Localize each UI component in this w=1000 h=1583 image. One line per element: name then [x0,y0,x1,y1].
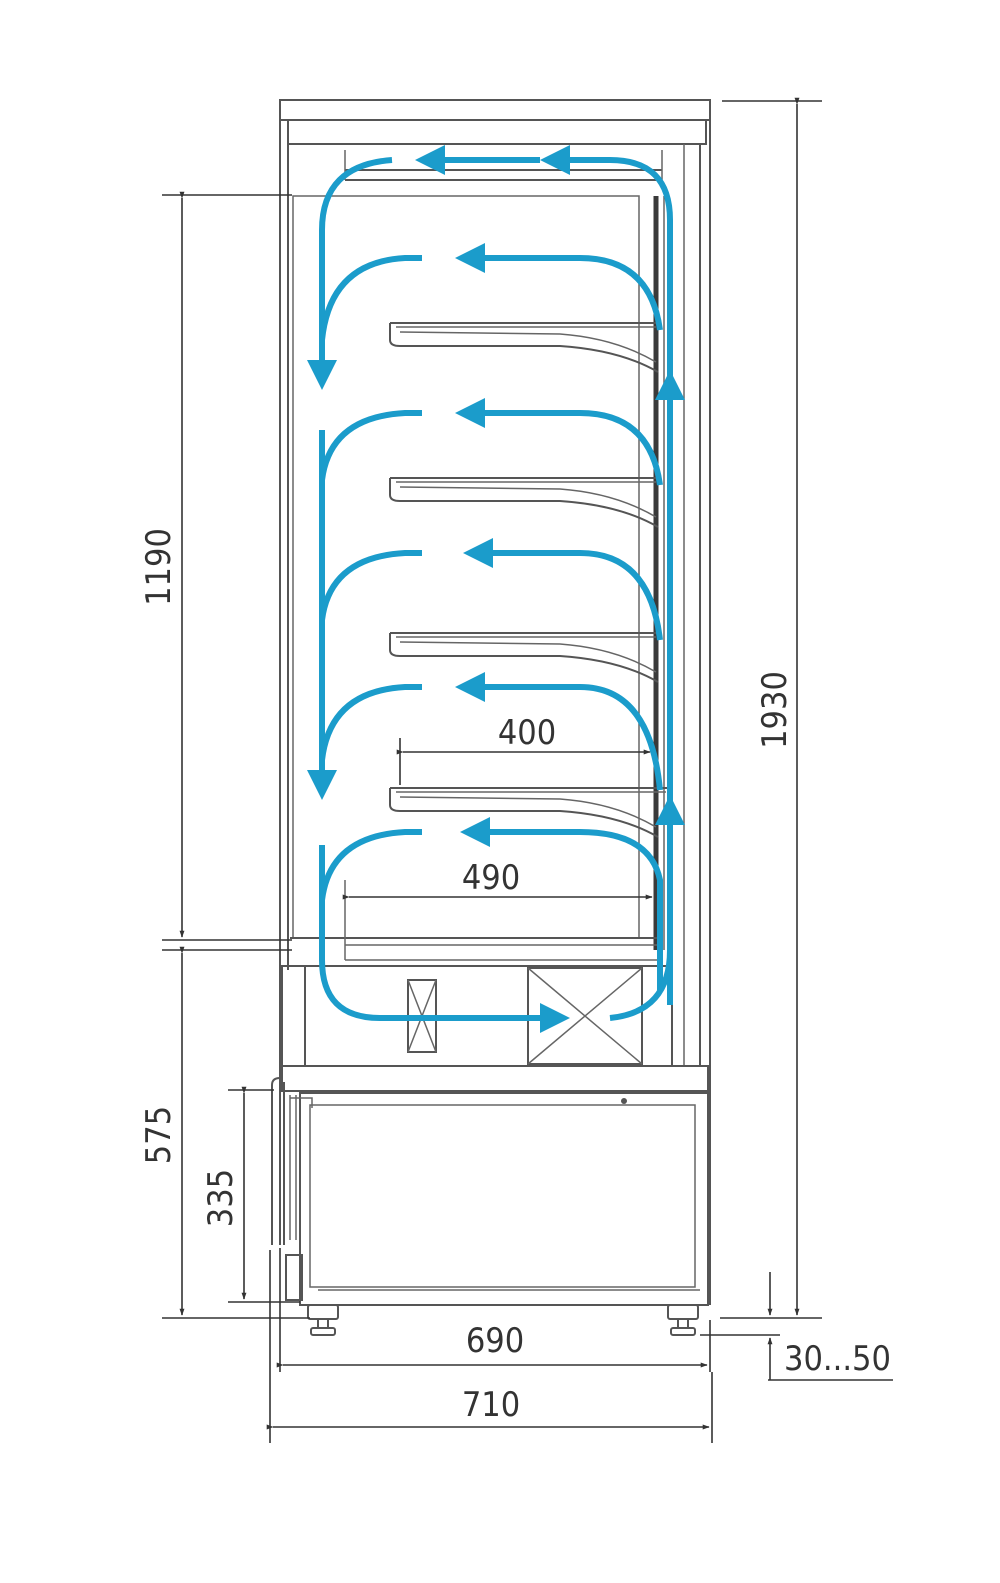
airflow-loop-5-curl [319,829,422,901]
airflow-loop-3 [463,538,663,641]
base-cabinet [281,1065,709,1306]
airflow-curtain-top [307,157,393,390]
dim-1930-label: 1930 [755,671,795,749]
airflow-loop-4 [455,672,663,791]
dim-1930: 1930 [720,97,822,1319]
dim-690-label: 690 [466,1321,524,1361]
dim-335: 335 [201,1086,300,1303]
dim-490-label: 490 [462,858,520,898]
foot-right [667,1304,699,1336]
dim-710-label: 710 [462,1385,520,1425]
airflow-loop-2 [455,398,663,486]
airflow-loop-2-curl [319,410,422,481]
shelf-3 [389,632,659,683]
shelf-1 [389,322,659,373]
dim-foot-adjust-label: 30...50 [784,1339,891,1379]
dim-575-label: 575 [139,1106,179,1164]
airflow-bottom-return [319,845,570,1033]
dim-690: 690 [276,1248,711,1372]
airflow-fan-exit [609,949,673,1021]
airflow-loop-4-curl [319,684,422,761]
bottom-deck [290,880,660,961]
airflow [307,145,685,1033]
dim-400-label: 400 [498,713,556,753]
shelf-4 [389,787,668,838]
side-handle [271,1077,313,1301]
dim-575: 575 [139,946,310,1319]
shelf-2 [389,477,659,528]
dim-1190-label: 1190 [139,528,179,606]
dim-1190: 1190 [139,191,292,941]
airflow-loop-1 [455,243,663,331]
dim-710: 710 [266,1250,713,1443]
dim-400: 400 [396,713,651,785]
airflow-loop-5 [460,817,663,990]
dim-490: 490 [342,858,653,900]
airflow-loop-1-curl [319,255,422,341]
dim-foot-adjust: 30...50 [700,1272,893,1381]
airflow-top-return [540,145,673,380]
foot-left [307,1304,339,1336]
dim-335-label: 335 [201,1169,241,1227]
airflow-loop-3-curl [319,550,422,621]
